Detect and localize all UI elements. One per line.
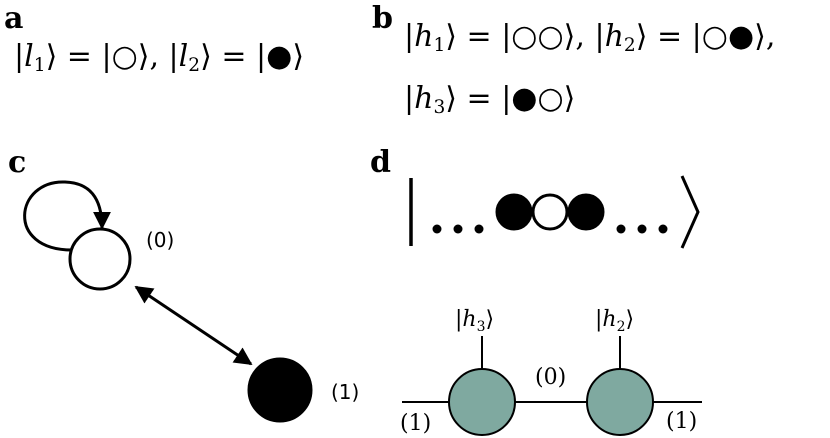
transition-arrow <box>134 285 253 366</box>
tensor-right-ket-label: |h2⟩ <box>595 307 634 335</box>
state-graph: (0) (1) <box>23 180 359 423</box>
l1-subscript: 1 <box>33 55 46 77</box>
chain-filled-circle-left <box>495 193 533 231</box>
l2-value: |●⟩ <box>256 39 305 74</box>
ellipsis-left <box>432 224 484 234</box>
self-loop-arrow <box>23 180 111 252</box>
state-0-node <box>68 227 132 291</box>
panel-label-c: c <box>8 145 27 180</box>
h1-symbol: h <box>414 19 434 54</box>
tensor-node-left <box>448 368 516 436</box>
state-1-node <box>247 357 313 423</box>
h2-value: |○●⟩ <box>691 19 766 54</box>
chain-filled-circle-right <box>567 193 605 231</box>
l2-subscript: 2 <box>188 55 201 77</box>
h3-symbol: h <box>414 81 434 116</box>
panel-label-b: b <box>372 1 393 36</box>
h3-subscript: 3 <box>433 97 446 119</box>
tensor-left-ket-label: |h3⟩ <box>455 307 494 335</box>
h1-value: |○○⟩ <box>501 19 576 54</box>
h1-subscript: 1 <box>433 35 446 57</box>
state-0-label: (0) <box>146 228 174 252</box>
l1-symbol: l <box>24 39 34 74</box>
l2-symbol: l <box>178 39 189 74</box>
bond-label-right: (1) <box>666 409 697 434</box>
ket-right-angle <box>680 175 700 249</box>
tensor-node-right <box>586 368 654 436</box>
h2-symbol: h <box>604 19 624 54</box>
h3-value: |●○⟩ <box>501 81 576 116</box>
equation-l-states: |l1⟩ = |○⟩, |l2⟩ = |●⟩ <box>14 39 305 77</box>
panel-label-a: a <box>4 1 24 36</box>
equation-h1-h2: |h1⟩ = |○○⟩, |h2⟩ = |○●⟩, <box>404 19 776 57</box>
equation-h3: |h3⟩ = |●○⟩ <box>404 81 576 119</box>
chain-ket <box>409 175 700 249</box>
h2-subscript: 2 <box>623 35 636 57</box>
tensor-network: |h3⟩ |h2⟩ (0) (1) (1) <box>400 307 702 436</box>
ellipsis-right <box>616 224 668 234</box>
bond-label-left: (1) <box>400 411 431 436</box>
chain-empty-circle <box>531 193 569 231</box>
state-1-label: (1) <box>331 380 359 404</box>
l1-value: |○⟩ <box>101 39 150 74</box>
panel-label-d: d <box>370 145 391 180</box>
bond-label-middle: (0) <box>535 365 566 390</box>
